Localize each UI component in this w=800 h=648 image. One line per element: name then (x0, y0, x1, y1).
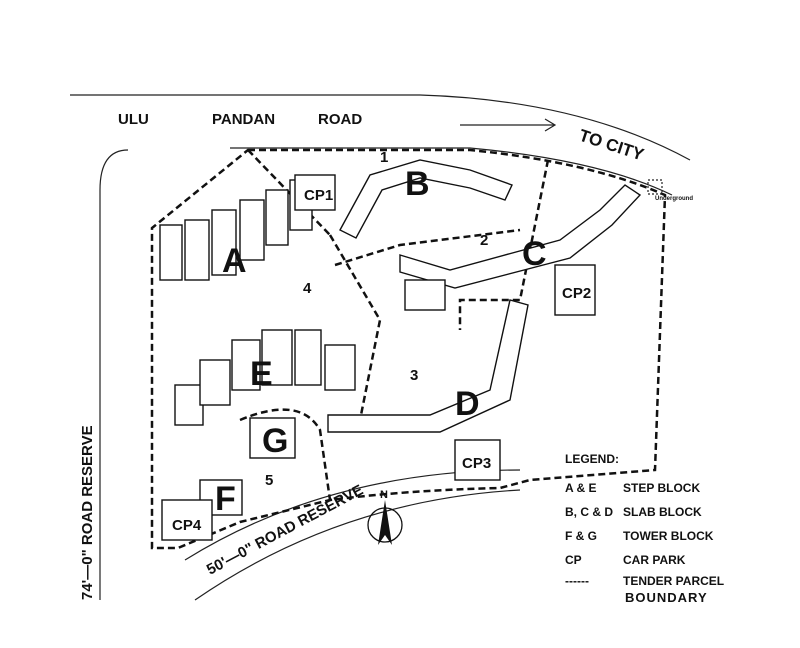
block-b (339, 159, 513, 239)
parcel-2-label: 2 (480, 232, 488, 249)
left-road-reserve-label: 74'—0" ROAD RESERVE (79, 425, 96, 600)
block-c-annex (404, 279, 446, 311)
car-park-2 (554, 264, 596, 316)
legend-key: CP (565, 553, 582, 567)
to-city-label: TO CITY (577, 126, 647, 165)
legend-row: B, C & D SLAB BLOCK (565, 500, 724, 524)
parcel-divider-3 (334, 228, 521, 267)
legend-value: CAR PARK (623, 553, 686, 567)
car-park-1 (294, 174, 336, 211)
legend-row: CP CAR PARK (565, 548, 724, 572)
parcel-divider-1 (247, 149, 331, 236)
cp2-label: CP2 (562, 285, 591, 302)
road-edge-top-inner (230, 147, 673, 196)
north-arrow-icon (367, 500, 403, 545)
road-label-ulu: ULU (118, 111, 149, 128)
legend-key: F & G (565, 529, 597, 543)
legend-row: F & G TOWER BLOCK (565, 524, 724, 548)
legend: LEGEND: A & E STEP BLOCK B, C & D SLAB BLO… (565, 452, 724, 605)
legend-key: B, C & D (565, 505, 613, 519)
legend-value: STEP BLOCK (623, 481, 701, 495)
parcel-1-label: 1 (380, 149, 388, 166)
block-f-label: F (215, 480, 236, 518)
parcel-4-label: 4 (303, 280, 312, 297)
legend-value: TENDER PARCEL (623, 574, 725, 588)
road-label-pandan: PANDAN (212, 111, 275, 128)
cp1-label: CP1 (304, 187, 333, 204)
parcel-divider-2 (458, 159, 550, 330)
parcel-5-label: 5 (265, 472, 273, 489)
legend-value: SLAB BLOCK (623, 505, 702, 519)
legend-row: A & E STEP BLOCK (565, 476, 724, 500)
cp4-label: CP4 (172, 517, 202, 534)
legend-key: ------ (565, 574, 589, 588)
road-edge-bottom-outer (194, 489, 521, 601)
block-c-label: C (522, 235, 547, 273)
underground-marker (647, 179, 663, 195)
block-d-label: D (455, 385, 480, 423)
legend-boundary-word: BOUNDARY (625, 590, 708, 605)
block-g (249, 417, 296, 459)
parcel-divider-5 (239, 408, 332, 501)
legend-row: ------ TENDER PARCEL (565, 572, 724, 590)
block-e-label: E (250, 355, 273, 393)
road-label-road: ROAD (318, 111, 362, 128)
block-d (327, 299, 529, 433)
road-edge-left (99, 149, 129, 600)
block-e (174, 329, 356, 426)
tender-parcel-boundary (150, 148, 667, 550)
parcel-divider-4 (328, 234, 382, 421)
block-a-label: A (222, 242, 247, 280)
block-b-label: B (405, 165, 430, 203)
car-park-3 (454, 439, 501, 481)
legend-title: LEGEND: (565, 452, 619, 466)
legend-value: TOWER BLOCK (623, 529, 714, 543)
road-edge-top (70, 94, 691, 161)
cp3-label: CP3 (462, 455, 491, 472)
parcel-3-label: 3 (410, 367, 418, 384)
block-g-label: G (262, 422, 288, 460)
legend-key: A & E (565, 481, 597, 495)
to-city-arrow (460, 118, 557, 132)
block-c (399, 184, 642, 289)
north-label: N (380, 489, 388, 501)
car-park-4 (161, 499, 213, 541)
underground-label: Underground (655, 196, 693, 202)
